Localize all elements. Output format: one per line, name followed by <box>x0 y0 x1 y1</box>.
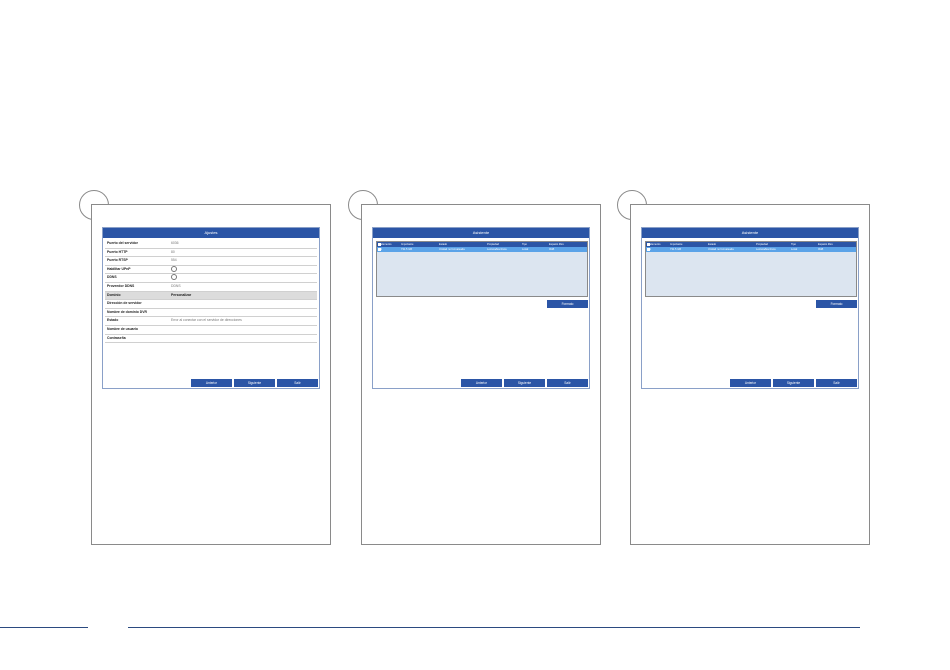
format-button[interactable]: Formato <box>816 300 857 308</box>
table-row[interactable]: 1 731.5 GB Unidad no formateada Lectura/… <box>646 247 856 252</box>
format-button[interactable]: Formato <box>547 300 588 308</box>
row-checkbox[interactable] <box>378 248 381 251</box>
previous-button[interactable]: Anterior <box>730 379 771 387</box>
upnp-checkbox[interactable] <box>171 265 177 272</box>
exit-button[interactable]: Salir <box>277 379 318 387</box>
table-header: Elemento Importante Estado Propiedad Tip… <box>377 242 587 247</box>
field-row[interactable]: Habilitar UPnP <box>105 265 317 275</box>
next-button[interactable]: Siguiente <box>773 379 814 387</box>
panel-2: Asistente Elemento Importante Estado Pro… <box>361 204 601 545</box>
disk-table: Elemento Importante Estado Propiedad Tip… <box>376 241 588 297</box>
previous-button[interactable]: Anterior <box>191 379 232 387</box>
field-row[interactable]: Nombre de usuario <box>105 326 317 335</box>
field-row[interactable]: Nombre de dominio DVR <box>105 309 317 318</box>
table-header: Elemento Importante Estado Propiedad Tip… <box>646 242 856 247</box>
table-row[interactable]: 1 731.5 GB Unidad no formateada Lectura/… <box>377 247 587 252</box>
ddns-checkbox[interactable] <box>171 274 177 281</box>
next-button[interactable]: Siguiente <box>234 379 275 387</box>
window-title: Ajustes <box>103 228 319 238</box>
previous-button[interactable]: Anterior <box>461 379 502 387</box>
window-title: Asistente <box>642 228 858 238</box>
panel-3: Asistente Elemento Importante Estado Pro… <box>630 204 870 545</box>
disk-screen: Asistente Elemento Importante Estado Pro… <box>372 227 590 389</box>
exit-button[interactable]: Salir <box>816 379 857 387</box>
field-row[interactable]: Contraseña <box>105 335 317 344</box>
disk-table: Elemento Importante Estado Propiedad Tip… <box>645 241 857 297</box>
footer-rule-right <box>128 627 860 628</box>
window-title: Asistente <box>373 228 589 238</box>
field-row[interactable]: DDNS <box>105 274 317 283</box>
exit-button[interactable]: Salir <box>547 379 588 387</box>
field-row[interactable]: Dirección de servidor <box>105 300 317 309</box>
row-checkbox[interactable] <box>647 248 650 251</box>
next-button[interactable]: Siguiente <box>504 379 545 387</box>
footer-rule-left <box>0 627 88 628</box>
disk-screen: Asistente Elemento Importante Estado Pro… <box>641 227 859 389</box>
